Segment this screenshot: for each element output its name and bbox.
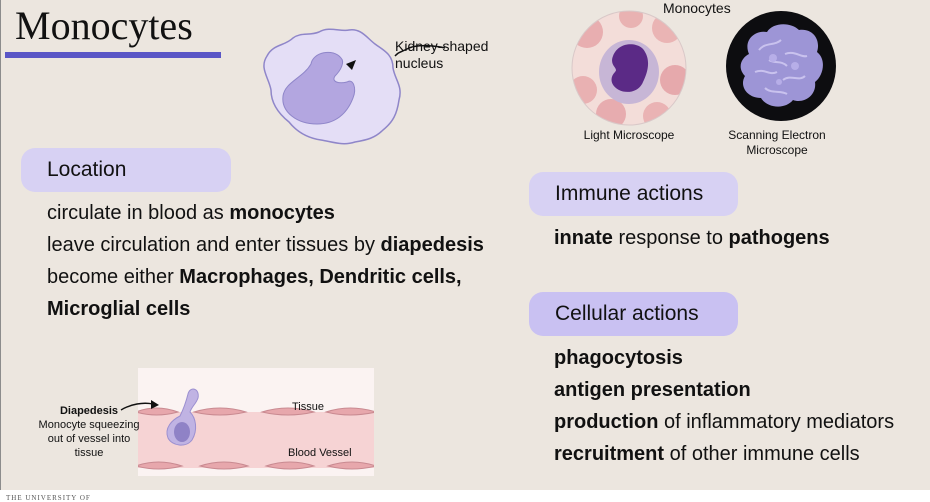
monocyte-diagram: Kidney-shaped nucleus (249, 24, 509, 154)
diapedesis-description: Monocyte squeezing out of vessel into ti… (38, 419, 140, 459)
cellular-bullet-3: production of inflammatory mediators (554, 411, 894, 434)
vessel-label: Blood Vessel (288, 447, 352, 459)
location-bullet-4: Microglial cells (47, 298, 190, 321)
diapedesis-title: Diapedesis (59, 405, 119, 417)
diapedesis-arrow (120, 400, 159, 411)
page-title: Monocytes (15, 3, 193, 48)
immune-actions-heading: Immune actions (529, 172, 738, 216)
light-microscope-caption: Light Microscope (583, 128, 675, 142)
cellular-actions-heading: Cellular actions (529, 292, 738, 336)
footer-strip (0, 490, 930, 502)
bullet-bold-text: recruitment (554, 443, 665, 465)
bullet-bold-text: monocytes (229, 202, 335, 224)
bullet-bold-text: antigen presentation (554, 379, 751, 401)
location-bullet-1: circulate in blood as monocytes (47, 202, 335, 225)
bullet-text: response to (612, 227, 729, 249)
location-heading: Location (21, 148, 231, 192)
sem-micrograph (726, 11, 836, 121)
monocyte-cell-illustration (263, 28, 446, 145)
diapedesis-diagram: Tissue Blood Vessel (138, 368, 374, 476)
slide: Monocytes Kidney-shaped nucleus Monocyte… (0, 0, 930, 490)
light-micrograph (571, 10, 687, 126)
bullet-bold-text: phagocytosis (554, 347, 683, 369)
cellular-bullet-1: phagocytosis (554, 347, 683, 370)
cellular-bullet-2: antigen presentation (554, 379, 751, 402)
micrograph-title: Monocytes (663, 0, 731, 16)
bullet-text: leave circulation and enter tissues by (47, 234, 381, 256)
nucleus-label: Kidney-shaped nucleus (395, 38, 489, 71)
location-bullet-3: become either Macrophages, Dendritic cel… (47, 266, 462, 289)
bullet-text: circulate in blood as (47, 202, 230, 224)
bullet-bold-text: pathogens (728, 227, 830, 249)
kidney-nucleus (282, 51, 356, 125)
bullet-bold-text: production (554, 411, 659, 433)
bullet-bold-text: diapedesis (380, 234, 484, 256)
title-underline (5, 52, 221, 58)
pointer-arrowhead (346, 60, 356, 70)
footer-institution: THE UNIVERSITY OF (6, 494, 91, 502)
vessel-illustration (138, 388, 374, 470)
bullet-text: of other immune cells (664, 443, 860, 465)
sem-caption: Scanning Electron Microscope (728, 128, 826, 157)
bullet-bold-text: innate (554, 227, 613, 249)
bullet-text: of inflammatory mediators (658, 411, 895, 433)
bullet-bold-text: Macrophages, Dendritic cells, (179, 266, 462, 288)
bullet-text: become either (47, 266, 180, 288)
cellular-bullet-4: recruitment of other immune cells (554, 443, 860, 466)
bullet-bold-text: Microglial cells (47, 298, 191, 320)
tissue-label: Tissue (292, 401, 324, 413)
nucleus-pointer (394, 44, 446, 57)
immune-bullet-1: innate response to pathogens (554, 227, 830, 250)
location-bullet-2: leave circulation and enter tissues by d… (47, 234, 484, 257)
